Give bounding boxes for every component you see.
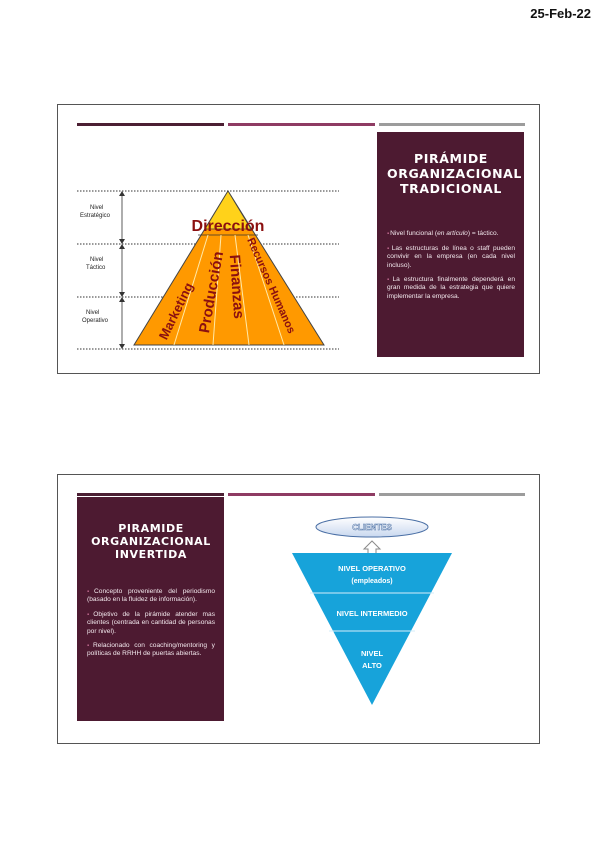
clients-ellipse [315,516,429,538]
inverted-level-operative: NIVEL OPERATIVO [338,564,406,573]
inverted-level-high: NIVEL [361,649,384,658]
bullet-icon: ▪ [87,611,93,618]
up-arrow-icon [362,540,382,556]
bullet-icon: ▪ [387,245,391,252]
inverted-level-operative-sub: (empleados) [351,578,392,585]
bar-mid [228,123,375,126]
bullet-icon: ▪ [387,231,390,238]
inverted-level-high-sub: ALTO [362,661,382,670]
bullet-item: ▪Nivel funcional (en artículo) = táctico… [387,230,499,238]
traditional-pyramid-diagram: Dirección Marketing Producción Finanzas … [77,190,339,350]
clients-label: CLIENTES [352,523,392,532]
bar-dark [77,123,224,126]
inverted-pyramid-diagram: CLIENTES NIVEL OPERATIVO (empleados) NIV… [292,516,452,705]
pyramid-body [133,190,325,346]
bullet-icon: ▪ [87,588,94,595]
inverted-pyramid-body [292,553,452,705]
bar-grey [379,493,525,496]
slide-traditional-pyramid: Dirección Marketing Producción Finanzas … [57,104,540,374]
decorative-bars [77,493,525,496]
bar-grey [379,123,525,126]
panel-title: PIRÁMIDE ORGANIZACIONAL TRADICIONAL [387,151,522,196]
bullet-icon: ▪ [387,276,392,283]
bullet-item: ▪La estructura finalmente dependerá en g… [387,275,515,300]
level-operational: Nivel Operativo [82,310,109,324]
panel-title: PIRAMIDE ORGANIZACIONAL INVERTIDA [91,522,211,561]
text-panel-inverted: PIRAMIDE ORGANIZACIONAL INVERTIDA ▪Conce… [77,497,224,721]
level-strategic: Nivel Estratégico [80,205,111,219]
pyramid-top-label: Dirección [192,218,265,235]
bullet-item: ▪Relacionado con coaching/mentoring y po… [87,641,215,658]
level-tactical: Nivel Táctico [86,257,106,271]
page-date: 25-Feb-22 [530,6,591,21]
bullet-icon: ▪ [87,642,92,649]
inverted-level-intermediate: NIVEL INTERMEDIO [336,609,407,618]
text-panel-traditional: PIRÁMIDE ORGANIZACIONAL TRADICIONAL ▪Niv… [377,132,524,357]
bar-dark [77,493,224,496]
pyramid-top [204,190,252,230]
bullet-item: ▪Concepto proveniente del periodismo (ba… [87,587,215,604]
function-finanzas: Finanzas [226,254,247,319]
decorative-bars [77,123,525,126]
bar-mid [228,493,375,496]
bullet-item: ▪Objetivo de la pirámide atender mas cli… [87,610,215,635]
bullet-item: ▪Las estructuras de línea o staff pueden… [387,244,515,269]
slide-inverted-pyramid: PIRAMIDE ORGANIZACIONAL INVERTIDA ▪Conce… [57,474,540,744]
